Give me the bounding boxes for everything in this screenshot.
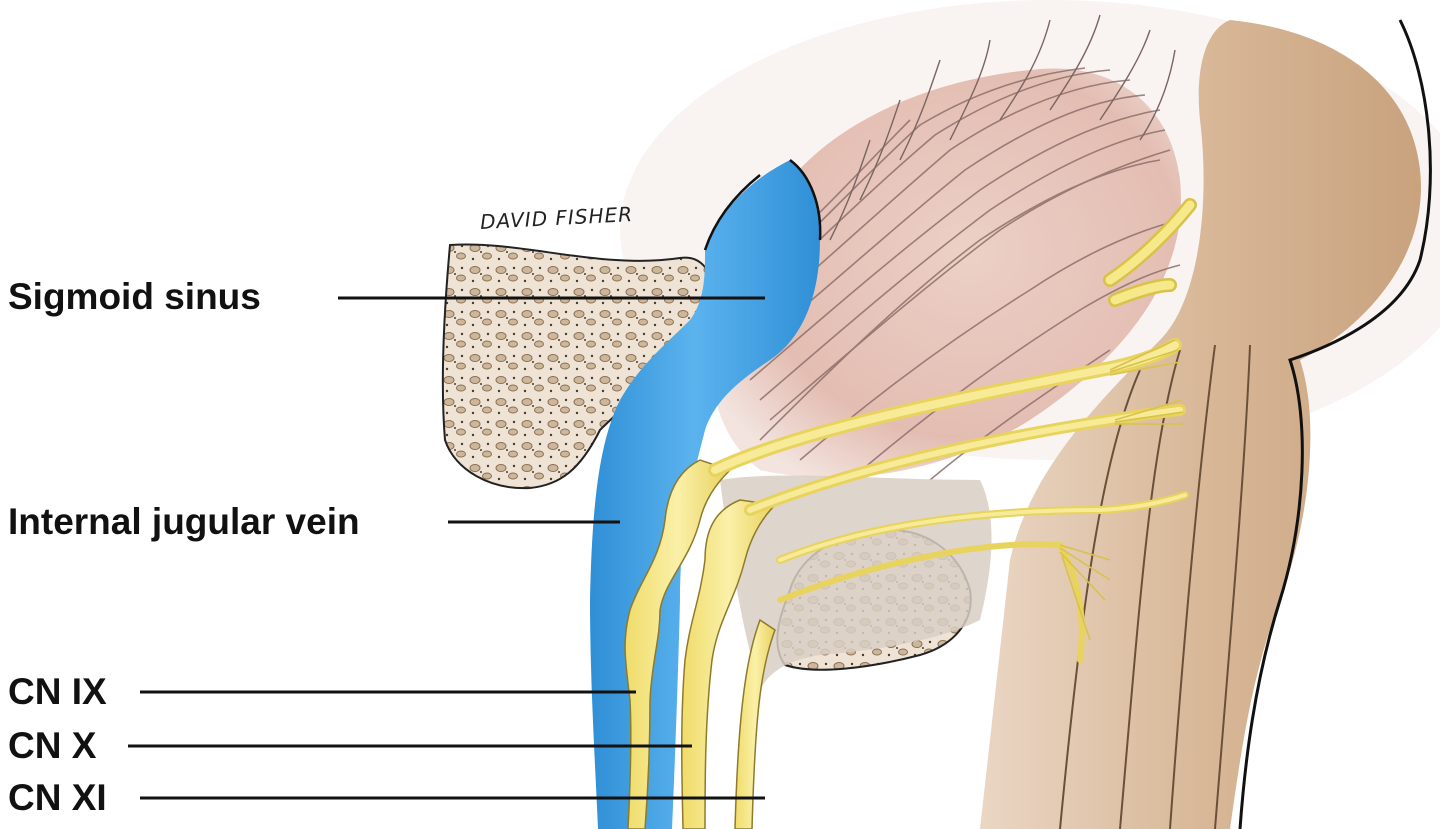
cn-xi-nerve xyxy=(734,618,776,829)
brainstem-contours xyxy=(1059,344,1251,829)
label-sigmoid-sinus: Sigmoid sinus xyxy=(8,276,261,317)
label-internal-jugular-vein: Internal jugular vein xyxy=(8,501,360,542)
brainstem xyxy=(980,20,1421,829)
label-cn-xi: CN XI xyxy=(8,777,107,818)
cn-x-nerve xyxy=(681,499,777,829)
label-cn-x: CN X xyxy=(8,725,97,766)
upper-nerve-roots xyxy=(1103,198,1197,307)
cranial-nerves xyxy=(624,338,1189,829)
sigmoid-sinus-outline-right xyxy=(789,159,822,241)
leader-lines xyxy=(128,296,765,800)
cn-ix-nerve xyxy=(624,459,732,829)
dura-membrane xyxy=(720,475,992,690)
sigmoid-sinus-outline xyxy=(703,174,761,251)
cerebellum-strands xyxy=(829,14,1176,241)
brainstem-outline xyxy=(1238,19,1432,829)
label-cn-ix: CN IX xyxy=(8,671,107,712)
